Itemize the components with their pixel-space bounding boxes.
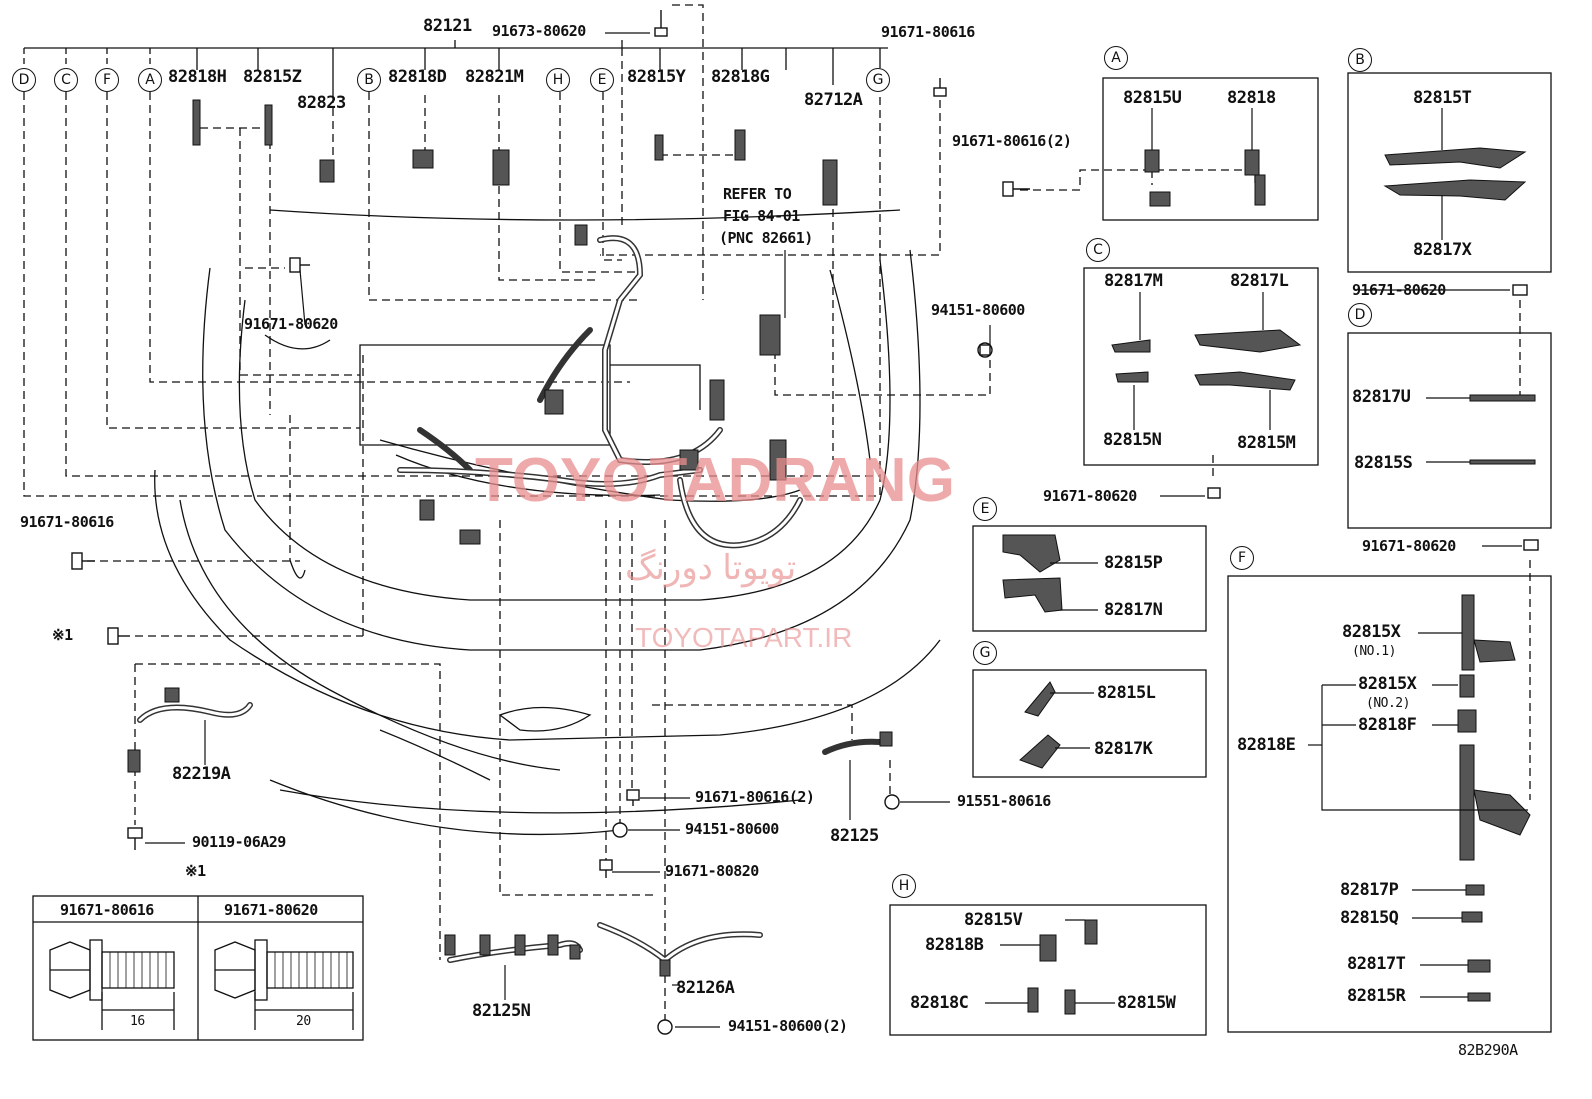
part-82712a-label[interactable]: 82712A [804,90,863,110]
part-82815w-label[interactable]: 82815W [1117,993,1176,1013]
harness-82121-label[interactable]: 82121 [423,16,472,36]
bolt-table-col2-part[interactable]: 91671-80620 [224,901,318,919]
watermark-farsi: تویوتا دورنگ [625,549,797,587]
part-82815l-label[interactable]: 82815L [1097,683,1156,703]
detail-d-callout: D [1348,303,1372,327]
watermark-main: TOYOTADRANG [475,446,955,515]
bolt-91671-80620-label[interactable]: 91671-80620 [244,315,338,333]
part-82815x-no2-sub: (NO.2) [1366,696,1410,711]
part-82815p-label[interactable]: 82815P [1104,553,1163,573]
callout-c[interactable]: C [54,68,78,92]
nut-94151-80600-lower-label[interactable]: 94151-80600 [685,820,779,838]
refer-line-1: REFER TO [723,185,792,203]
document-code: 82B290A [1458,1041,1518,1059]
part-82823-label[interactable]: 82823 [297,93,346,113]
part-82815r-label[interactable]: 82815R [1347,986,1406,1006]
part-82817t-label[interactable]: 82817T [1347,954,1406,974]
part-82818e-label[interactable]: 82818E [1237,735,1296,755]
part-82815x-no2-label[interactable]: 82815X [1358,674,1417,694]
part-82818g-label[interactable]: 82818G [711,67,770,87]
part-82815y-label[interactable]: 82815Y [627,67,686,87]
detail-c-bolt-label[interactable]: 91671-80620 [1043,487,1137,505]
bolt-91671-80616-top-label[interactable]: 91671-80616 [881,23,975,41]
bolt-table-col1-part[interactable]: 91671-80616 [60,901,154,919]
part-82818d-label[interactable]: 82818D [388,67,447,87]
part-82815x-no1-label[interactable]: 82815X [1342,622,1401,642]
nut-91551-80616-label[interactable]: 91551-80616 [957,792,1051,810]
part-82818h-label[interactable]: 82818H [168,67,227,87]
part-82817m-label[interactable]: 82817M [1104,271,1163,291]
detail-f-callout: F [1230,546,1254,570]
callout-h[interactable]: H [546,68,570,92]
part-82815m-label[interactable]: 82815M [1237,433,1296,453]
part-82818b-label[interactable]: 82818B [925,935,984,955]
part-82126a-label[interactable]: 82126A [676,978,735,998]
part-82818c-label[interactable]: 82818C [910,993,969,1013]
detail-d-bolt-label[interactable]: 91671-80620 [1362,537,1456,555]
callout-f[interactable]: F [95,68,119,92]
part-82815x-no1-sub: (NO.1) [1352,644,1396,659]
detail-g-callout: G [973,641,997,665]
part-82815s-label[interactable]: 82815S [1354,453,1413,473]
detail-c-callout: C [1086,238,1110,262]
watermark-site: TOYOTAPART.IR [635,622,853,653]
part-82817k-label[interactable]: 82817K [1094,739,1153,759]
bolt-table-col1-length: 16 [130,1014,145,1029]
detail-b-callout: B [1348,48,1372,72]
bolt-91671-80820-label[interactable]: 91671-80820 [665,862,759,880]
bolt-91671-80616-2-lower-label[interactable]: 91671-80616(2) [695,788,815,806]
bolt-91673-80620-label[interactable]: 91673-80620 [492,22,586,40]
part-82817n-label[interactable]: 82817N [1104,600,1163,620]
part-82817p-label[interactable]: 82817P [1340,880,1399,900]
refer-line-3: (PNC 82661) [719,229,813,247]
detail-e-callout: E [973,497,997,521]
part-82125n-label[interactable]: 82125N [472,1001,531,1021]
part-82821m-label[interactable]: 82821M [465,67,524,87]
detail-a-callout: A [1104,46,1128,70]
bolt-table-mark: ※1 [185,862,206,880]
callout-b[interactable]: B [357,68,381,92]
part-82815t-label[interactable]: 82815T [1413,88,1472,108]
part-82817u-label[interactable]: 82817U [1352,387,1411,407]
refer-line-2[interactable]: FIG 84-01 [723,207,800,225]
nut-94151-80600-label[interactable]: 94151-80600 [931,301,1025,319]
part-82219a-label[interactable]: 82219A [172,764,231,784]
part-82815n-label[interactable]: 82815N [1103,430,1162,450]
part-82815u-label[interactable]: 82815U [1123,88,1182,108]
part-82818-label[interactable]: 82818 [1227,88,1276,108]
part-82815v-label[interactable]: 82815V [964,910,1023,930]
callout-a[interactable]: A [138,68,162,92]
bolt-table-col2-length: 20 [296,1014,311,1029]
note-mark-1: ※1 [52,626,73,644]
part-82815z-label[interactable]: 82815Z [243,67,302,87]
bolt-91671-80616-2-label[interactable]: 91671-80616(2) [952,132,1072,150]
part-82817x-label[interactable]: 82817X [1413,240,1472,260]
bolt-91671-80616-left-label[interactable]: 91671-80616 [20,513,114,531]
nut-94151-80600-2-label[interactable]: 94151-80600(2) [728,1017,848,1035]
callout-d[interactable]: D [12,68,36,92]
part-82125-label[interactable]: 82125 [830,826,879,846]
callout-g[interactable]: G [866,68,890,92]
callout-e[interactable]: E [590,68,614,92]
detail-b-bolt-label[interactable]: 91671-80620 [1352,281,1446,299]
part-82815q-label[interactable]: 82815Q [1340,908,1399,928]
part-82817l-label[interactable]: 82817L [1230,271,1289,291]
screw-90119-06a29-label[interactable]: 90119-06A29 [192,833,286,851]
detail-h-callout: H [892,874,916,898]
part-82818f-label[interactable]: 82818F [1358,715,1417,735]
